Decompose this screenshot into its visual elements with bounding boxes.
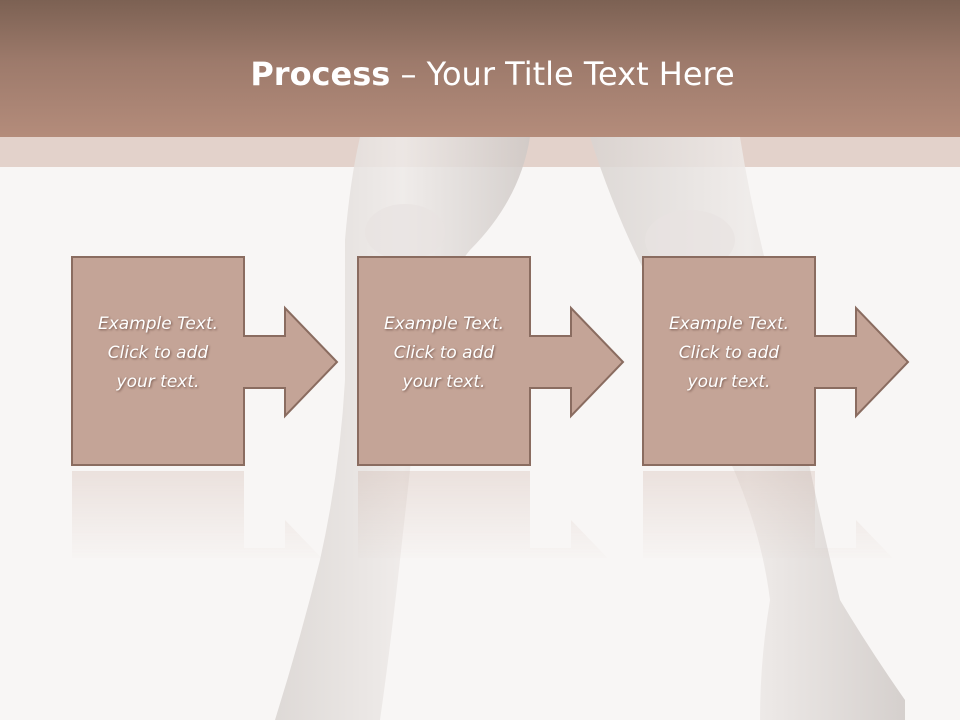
step-text[interactable]: Example Text. Click to add your text. [668,314,790,392]
left-knee-shape [365,204,445,260]
step-text[interactable]: Example Text. Click to add your text. [97,314,219,392]
arrow-box-shape [71,256,339,466]
step-reflection [71,468,339,558]
step-reflection [642,468,910,558]
page-title: Process – Your Title Text Here [0,52,960,96]
process-step-1[interactable]: Example Text. Click to add your text. [71,256,339,558]
title-band [0,137,960,167]
title-rest: – Your Title Text Here [390,55,735,93]
arrow-box-shape [357,256,625,466]
title-bar [0,0,960,137]
title-bold: Process [250,55,391,93]
step-text[interactable]: Example Text. Click to add your text. [383,314,505,392]
step-reflection [357,468,625,558]
process-step-3[interactable]: Example Text. Click to add your text. [642,256,910,558]
process-step-2[interactable]: Example Text. Click to add your text. [357,256,625,558]
arrow-box-shape [642,256,910,466]
